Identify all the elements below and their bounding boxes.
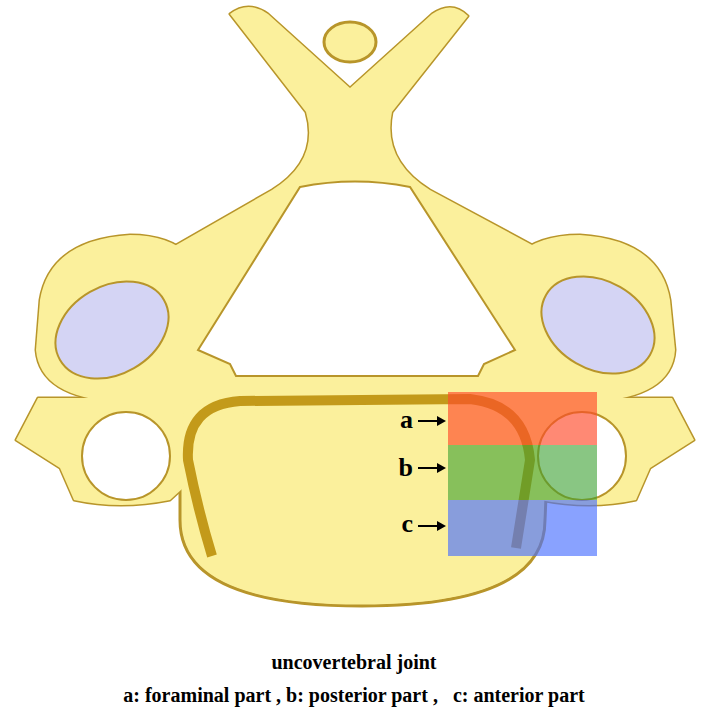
part-letter: c <box>401 510 413 539</box>
part-letter: b <box>399 454 413 483</box>
key-line: a: foraminal part , b: posterior part , … <box>123 684 584 706</box>
figure-caption: uncovertebral joint <box>272 651 437 673</box>
part-letter: a <box>400 406 413 435</box>
